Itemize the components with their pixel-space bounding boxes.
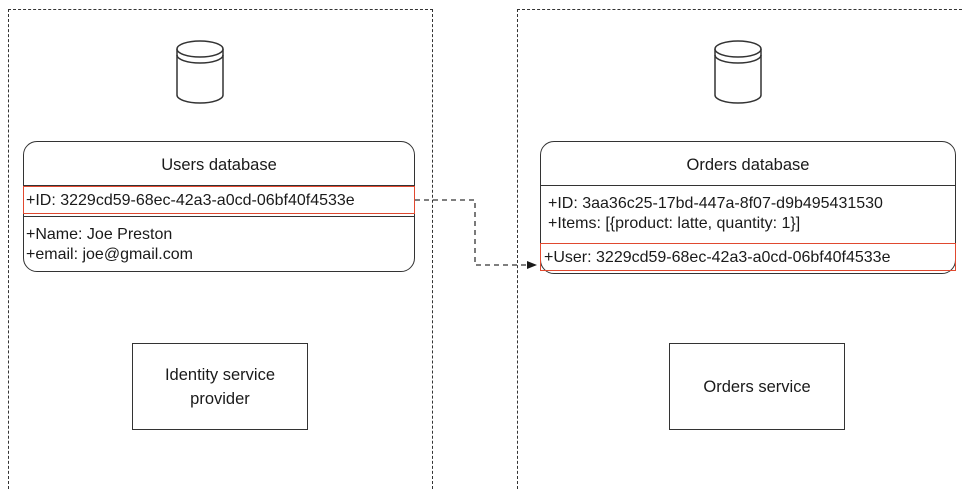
identity-service-label-line2: provider	[190, 389, 250, 408]
users-entity-divider-top	[24, 185, 414, 186]
foreign-key-arrow	[415, 199, 537, 269]
orders-user-field: +User: 3229cd59-68ec-42a3-a0cd-06bf40f45…	[544, 249, 891, 266]
orders-user-highlight	[540, 243, 956, 271]
identity-service-label-line1: Identity service	[164, 365, 276, 384]
identity-service-provider-box: Identity service provider	[132, 343, 308, 430]
orders-database-icon	[714, 40, 762, 104]
users-database-entity: Users database +ID: 3229cd59-68ec-42a3-a…	[23, 141, 415, 272]
orders-service-label: Orders service	[703, 377, 811, 396]
orders-database-entity: Orders database +ID: 3aa36c25-17bd-447a-…	[540, 141, 956, 274]
users-entity-divider-bottom	[24, 216, 414, 217]
orders-entity-divider-top	[541, 185, 955, 186]
orders-database-title: Orders database	[686, 156, 810, 174]
users-database-icon	[176, 40, 224, 104]
users-id-field: +ID: 3229cd59-68ec-42a3-a0cd-06bf40f4533…	[26, 192, 355, 209]
users-name-field: +Name: Joe Preston	[26, 226, 173, 243]
orders-items-field: +Items: [{product: latte, quantity: 1}]	[548, 215, 801, 232]
users-email-field: +email: joe@gmail.com	[26, 246, 193, 263]
orders-service-box: Orders service	[669, 343, 845, 430]
orders-id-field: +ID: 3aa36c25-17bd-447a-8f07-d9b49543153…	[548, 195, 883, 212]
identity-service-boundary	[8, 9, 433, 489]
users-id-highlight	[23, 186, 415, 214]
orders-service-boundary	[517, 9, 964, 489]
users-database-title: Users database	[161, 156, 277, 174]
